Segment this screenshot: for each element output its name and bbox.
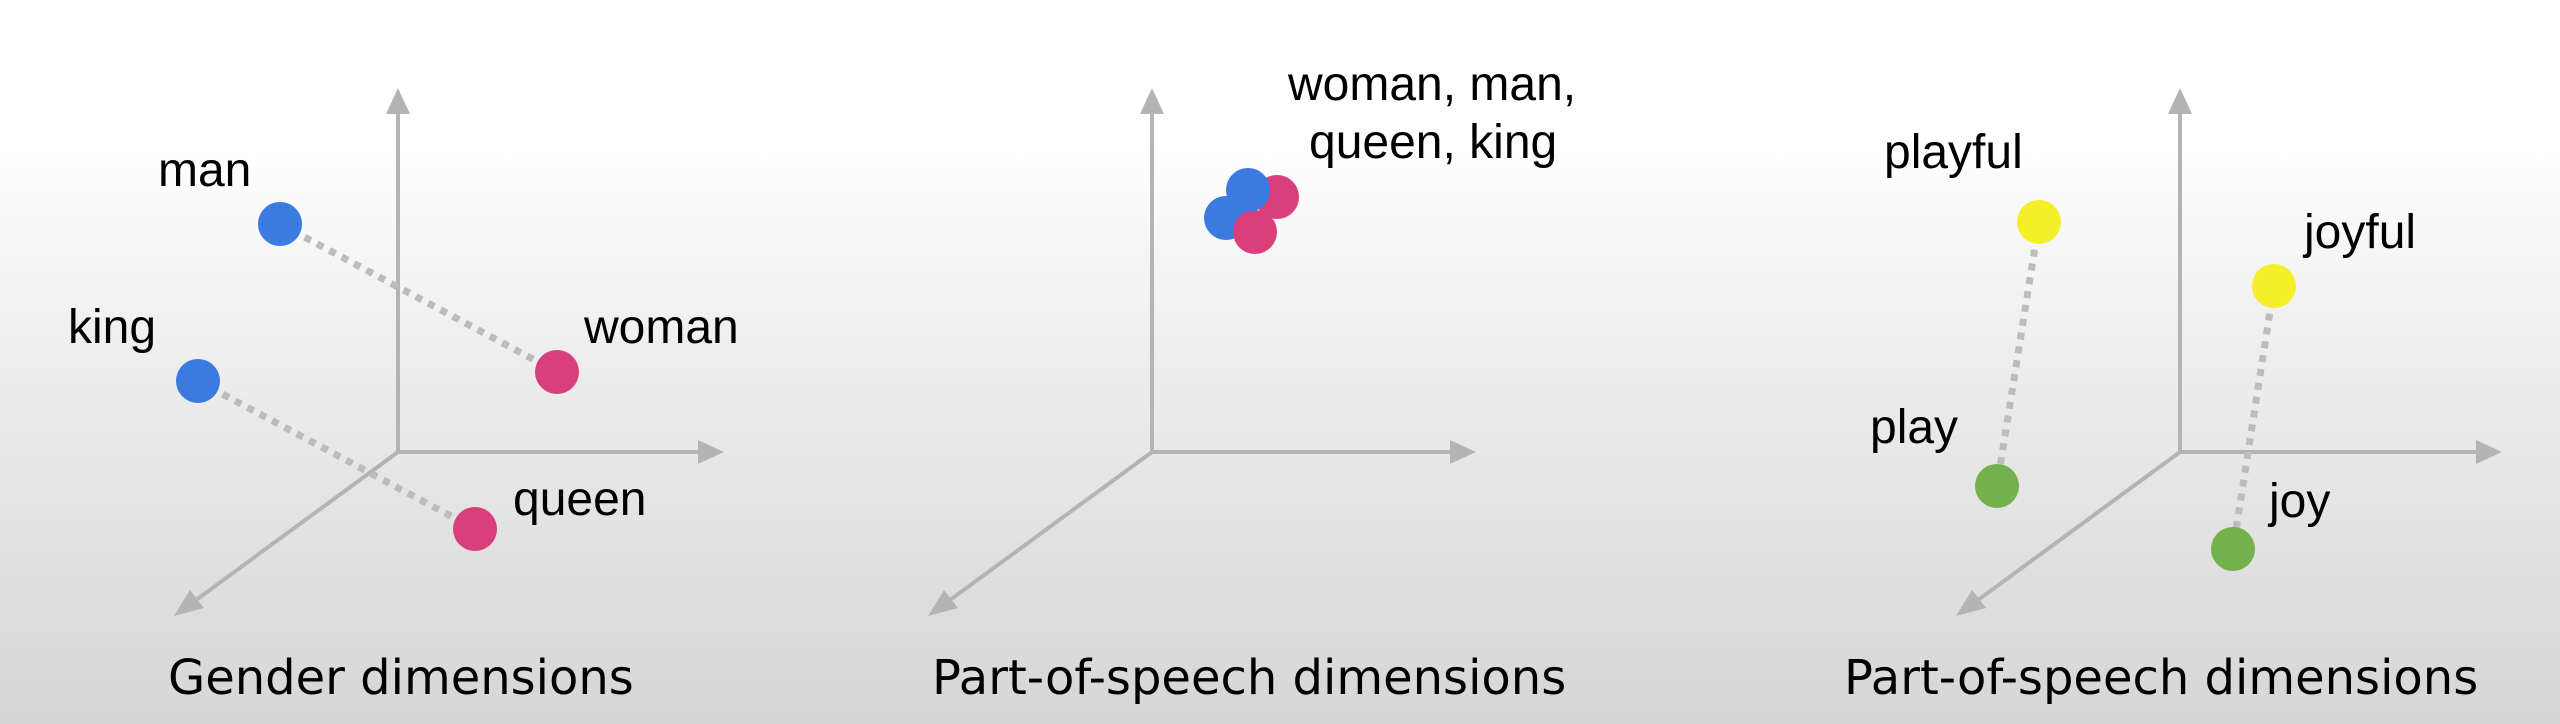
point-king [176,359,220,403]
panel-pos-cluster: woman, man, queen, king Part-of-speech d… [928,58,1576,706]
king-queen-link [196,377,477,533]
panel-gender: man king woman queen Gender dimensions [68,88,739,706]
label-man: man [158,144,251,197]
point-joy [2211,527,2255,571]
x-axis-arrow [698,440,724,464]
joyful-joy-link [2229,285,2278,550]
point-playful [2017,200,2061,244]
point-cluster-blue-front [1226,168,1270,212]
label-king: king [68,301,156,354]
label-play: play [1870,401,1958,454]
z-axis-arrow [1956,590,1986,616]
point-joyful [2252,264,2296,308]
label-joy: joy [2267,475,2330,528]
x-axis-arrow [1450,440,1476,464]
playful-play-link [1993,221,2043,487]
z-axis-arrow [928,590,958,616]
label-playful: playful [1884,126,2023,179]
panel-pos-play-joy: playful joyful play joy Part-of-speech d… [1844,88,2502,706]
word-cluster [1204,168,1299,254]
label-queen: queen [513,473,646,526]
y-axis-arrow [2168,88,2192,114]
point-queen [453,507,497,551]
man-woman-link [278,220,559,376]
axes-pos-play-joy [1956,88,2502,616]
cluster-label-line1: woman, man, [1287,58,1576,111]
caption-gender: Gender dimensions [168,650,634,706]
y-axis-arrow [386,88,410,114]
y-axis-arrow [1140,88,1164,114]
z-axis [944,450,1154,605]
axes-gender [174,88,724,616]
point-woman [535,350,579,394]
caption-pos-cluster: Part-of-speech dimensions [932,650,1566,706]
z-axis [190,450,400,605]
z-axis [1972,450,2182,605]
axes-pos-cluster [928,88,1476,616]
label-woman: woman [583,301,739,354]
point-man [258,202,302,246]
label-joyful: joyful [2302,206,2416,259]
z-axis-arrow [174,590,204,616]
x-axis-arrow [2476,440,2502,464]
point-play [1975,464,2019,508]
point-cluster-pink-front [1233,210,1277,254]
cluster-label-line2: queen, king [1309,116,1557,169]
caption-pos-play-joy: Part-of-speech dimensions [1844,650,2478,706]
